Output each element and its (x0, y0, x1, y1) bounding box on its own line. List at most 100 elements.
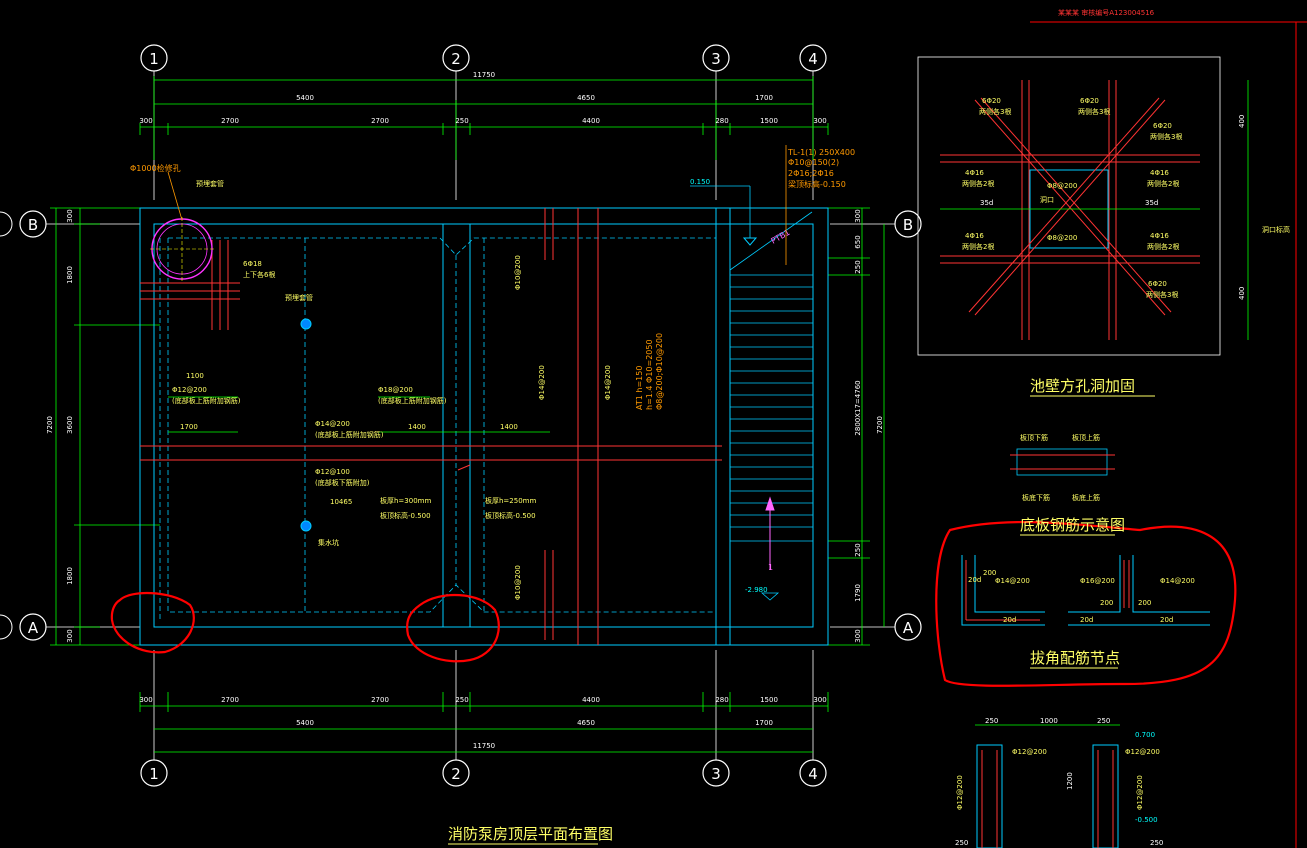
svg-text:Φ12@200: Φ12@200 (1136, 775, 1144, 810)
svg-text:400: 400 (1238, 115, 1246, 128)
dim-top-sub-3: 2700 (371, 117, 389, 125)
dim-top-sub-8: 300 (813, 117, 826, 125)
svg-text:3: 3 (711, 50, 721, 68)
beam-label: TL-1(1) 250X400 (787, 148, 855, 157)
svg-text:A: A (903, 619, 914, 637)
beam-stirrup: Φ10@150(2) (788, 158, 839, 167)
svg-text:200: 200 (1100, 599, 1113, 607)
svg-text:AT1 h=150: AT1 h=150 (635, 366, 644, 410)
slab-annot-left: Φ12@200 (底部板上筋附加钢筋) 1700 1100 (168, 372, 241, 433)
dim-top-sub-2: 2700 (221, 117, 239, 125)
svg-text:两侧各3根: 两侧各3根 (1146, 290, 1178, 299)
svg-text:板厚h=300mm: 板厚h=300mm (380, 496, 431, 505)
svg-text:200: 200 (1138, 599, 1151, 607)
svg-text:板顶下筋: 板顶下筋 (1020, 433, 1048, 442)
svg-text:6Φ20: 6Φ20 (1153, 122, 1172, 130)
grid-axis-A-left: A (19, 613, 47, 641)
svg-text:20d: 20d (1003, 616, 1016, 624)
svg-text:板底上筋: 板底上筋 (1072, 493, 1100, 502)
pipe-label: 预埋套管 (196, 179, 224, 188)
svg-text:4Φ16: 4Φ16 (1150, 232, 1169, 240)
dim-left-3: 3600 (66, 416, 74, 434)
svg-text:2: 2 (451, 765, 461, 783)
detail-slab: 板顶下筋 板顶上筋 板底下筋 板底上筋 (1010, 433, 1115, 502)
dim-left-4: 1800 (66, 567, 74, 585)
dim-top-mid-1: 5400 (296, 94, 314, 102)
svg-text:Φ14@200: Φ14@200 (538, 365, 546, 400)
svg-text:250: 250 (1097, 717, 1110, 725)
svg-text:Φ8@200: Φ8@200 (1047, 234, 1077, 242)
svg-text:Φ12@100: Φ12@100 (315, 468, 350, 476)
rebar-top-left-note: 上下各6根 (243, 270, 275, 279)
dim-bottom-sub-8: 300 (813, 696, 826, 704)
svg-text:6Φ20: 6Φ20 (1080, 97, 1099, 105)
svg-text:两侧各3根: 两侧各3根 (1150, 132, 1182, 141)
stair-step-num: 1 (768, 563, 773, 572)
grid-axis-1-bottom: 1 (140, 759, 168, 787)
dim-bottom-mid-2: 4650 (577, 719, 595, 727)
svg-text:1700: 1700 (180, 423, 198, 431)
svg-text:35d: 35d (980, 199, 993, 207)
slab-annot-center: Φ14@200 (底部板上筋附加钢筋) Φ12@100 (底部板下筋附加) 10… (315, 420, 536, 520)
dim-top-sub-1: 300 (139, 117, 152, 125)
dim-bottom-sub-7: 1500 (760, 696, 778, 704)
svg-text:板顶标高-0.500: 板顶标高-0.500 (380, 511, 431, 520)
svg-text:250: 250 (985, 717, 998, 725)
svg-text:200: 200 (983, 569, 996, 577)
stair-treads (729, 211, 813, 542)
elev-bottom: -2.980 (745, 586, 768, 594)
left-dimension-lines (50, 207, 160, 646)
grid-axis-4-top: 4 (799, 44, 827, 72)
svg-text:4: 4 (808, 50, 818, 68)
svg-text:20d: 20d (1160, 616, 1173, 624)
svg-text:4: 4 (808, 765, 818, 783)
slab-outline-dashed (159, 237, 716, 620)
beam-elev: 梁顶标高-0.150 (788, 179, 846, 189)
svg-text:两侧各2根: 两侧各2根 (1147, 179, 1179, 188)
sleeve-label-top: 预埋套管 (285, 293, 313, 302)
svg-text:20d: 20d (1080, 616, 1093, 624)
svg-text:Φ14@200: Φ14@200 (995, 577, 1030, 585)
sump-label: 集水坑 (318, 538, 339, 547)
svg-text:h=1.4 Φ10=2050: h=1.4 Φ10=2050 (645, 339, 654, 410)
rebar-top-left: 6Φ18 (243, 260, 262, 268)
bottom-dimension-lines (139, 692, 829, 753)
svg-text:400: 400 (1238, 287, 1246, 300)
svg-text:2: 2 (451, 50, 461, 68)
svg-text:Φ14@200: Φ14@200 (315, 420, 350, 428)
svg-text:Φ10@200: Φ10@200 (514, 565, 522, 600)
svg-text:两侧各3根: 两侧各3根 (979, 107, 1011, 116)
svg-text:1400: 1400 (500, 423, 518, 431)
dim-bottom-sub-1: 300 (139, 696, 152, 704)
walls (139, 207, 829, 646)
dim-top-sub-6: 280 (715, 117, 728, 125)
svg-text:250: 250 (1150, 839, 1163, 847)
svg-text:Φ12@200: Φ12@200 (1125, 748, 1160, 756)
svg-text:两侧各2根: 两侧各2根 (962, 242, 994, 251)
dim-bottom-sub-4: 250 (455, 696, 468, 704)
svg-text:Φ14@200: Φ14@200 (1160, 577, 1195, 585)
detail-pit: 250 1000 250 Φ12@200 Φ12@200 Φ12@200 Φ12… (955, 717, 1163, 848)
dim-overall-top: 11750 (473, 71, 495, 79)
slab-annot-vertical: Φ14@200 Φ14@200 Φ10@200 Φ10@200 AT1 h=15… (514, 255, 664, 600)
svg-text:板底下筋: 板底下筋 (1022, 493, 1050, 502)
grid-axis-2-top: 2 (442, 44, 470, 72)
dim-right-7: 300 (854, 629, 862, 642)
dim-right-total: 7200 (876, 416, 884, 434)
svg-text:4Φ16: 4Φ16 (965, 169, 984, 177)
detail-corner-title: 拔角配筋节点 (1030, 649, 1120, 667)
svg-text:35d: 35d (1145, 199, 1158, 207)
svg-text:两侧各2根: 两侧各2根 (962, 179, 994, 188)
hole-label: Φ1000检修孔 (130, 163, 181, 173)
dim-bottom-mid-3: 1700 (755, 719, 773, 727)
header-stamp: 某某某 审核编号A123004516 (1058, 8, 1155, 17)
dim-bottom-mid-1: 5400 (296, 719, 314, 727)
svg-text:1400: 1400 (408, 423, 426, 431)
svg-text:Φ12@200: Φ12@200 (1012, 748, 1047, 756)
svg-text:1200: 1200 (1066, 772, 1074, 790)
svg-text:B: B (28, 216, 38, 234)
dim-right-3: 250 (854, 260, 862, 273)
svg-text:Φ10@200: Φ10@200 (514, 255, 522, 290)
stair-arrow (765, 496, 775, 570)
